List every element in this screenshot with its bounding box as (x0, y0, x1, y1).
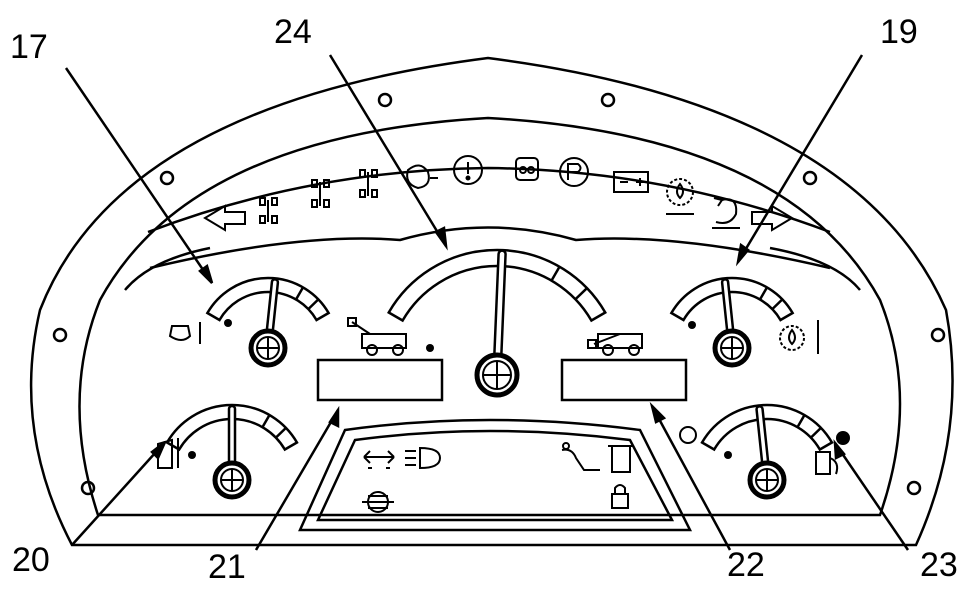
leader-line-19 (736, 54, 864, 263)
glow-plug-icon (515, 157, 539, 181)
outer-housing (29, 56, 954, 547)
gauge-bottom-right (700, 403, 834, 500)
mount-hole (930, 327, 946, 343)
mount-hole (906, 480, 922, 496)
inner-bezel (78, 116, 902, 517)
callout-21: 21 (208, 548, 246, 586)
indicator-dot (724, 451, 732, 459)
callout-23: 23 (920, 546, 958, 584)
gauge-arc (205, 276, 331, 322)
gauge-needle (268, 280, 277, 333)
indicator-dot (688, 321, 696, 329)
gauge-needle (495, 251, 505, 358)
padlock-icon (611, 484, 629, 509)
leader-arrowhead (833, 439, 846, 460)
crab-steer-icon (359, 169, 378, 198)
parking-brake-icon (559, 157, 589, 187)
gauge-arc (165, 403, 299, 452)
right-lcd-display (560, 358, 688, 402)
two-wheel-steer-icon (311, 179, 330, 208)
lower-indicator-panel-inner (316, 429, 675, 522)
gauge-arc (669, 276, 795, 322)
gauge-center (387, 248, 607, 398)
warning-lamp-filled (836, 431, 850, 445)
leader-arrowhead (328, 405, 340, 429)
strip-right-end (769, 246, 861, 291)
transmission-temperature-icon (779, 320, 819, 354)
gauge-needle (757, 407, 767, 465)
battery-icon (613, 171, 649, 193)
callout-20: 20 (12, 541, 50, 579)
gauge-arc (387, 248, 607, 323)
leader-line-22 (650, 405, 732, 551)
leader-arrowhead (150, 441, 167, 461)
callout-22: 22 (727, 546, 765, 584)
mount-hole (80, 480, 96, 496)
lower-indicator-panel (298, 418, 693, 532)
gauge-segment-divider (550, 266, 561, 282)
seat-belt-icon (561, 442, 600, 471)
gauge-segment-divider (574, 287, 588, 301)
fuel-level-icon (157, 438, 179, 469)
callout-17: 17 (10, 28, 48, 66)
mount-hole (377, 92, 393, 108)
transmission-oil-pressure-icon (666, 178, 694, 215)
gauge-segment-divider (810, 427, 822, 439)
fuel-pump-icon (815, 451, 839, 475)
leader-line-21 (254, 409, 340, 551)
gauge-segment-divider (758, 286, 769, 301)
telehandler-boom-up-icon (347, 317, 407, 356)
mount-hole (52, 327, 68, 343)
gear-indicator-icon (608, 445, 634, 473)
axle-lock-icon (362, 491, 394, 513)
low-fuel-indicator-lamp (679, 426, 697, 444)
boom-float-icon (363, 450, 395, 469)
callout-24: 24 (274, 13, 312, 51)
gauge-segment-divider (796, 414, 806, 428)
left-lcd-display (316, 358, 444, 402)
general-warning-icon (453, 155, 483, 185)
indicator-dot (224, 319, 232, 327)
four-wheel-steer-icon (259, 197, 278, 224)
gauge-top-right (669, 276, 795, 368)
leader-line-24 (328, 54, 448, 247)
leader-arrowhead (434, 226, 448, 251)
mount-hole (802, 170, 818, 186)
mount-hole (159, 170, 175, 186)
leader-arrowhead (735, 242, 750, 267)
gauge-segment-divider (294, 286, 305, 301)
gauge-bottom-left (165, 403, 299, 500)
gauge-segment-divider (275, 427, 287, 439)
left-turn-arrow-icon (203, 204, 246, 232)
gauge-top-left (205, 276, 331, 368)
leader-arrowhead (649, 401, 667, 424)
coolant-temperature-icon (168, 322, 201, 344)
indicator-dot (426, 344, 434, 352)
hydraulic-filter-icon (712, 197, 740, 229)
strip-left-end (124, 246, 211, 291)
leader-line-17 (64, 67, 214, 284)
gauge-segment-divider (307, 298, 320, 310)
gauge-segment-divider (261, 414, 271, 428)
callout-19: 19 (880, 13, 918, 51)
leader-arrowhead (198, 263, 214, 284)
gauge-arc (700, 403, 834, 452)
engine-preheat-icon (406, 164, 438, 190)
leader-line-20 (71, 441, 166, 546)
mount-hole (600, 92, 616, 108)
gauge-needle (723, 280, 732, 333)
warning-strip-lower (149, 226, 831, 270)
gauge-segment-divider (771, 298, 784, 310)
headlight-icon (405, 446, 442, 470)
leader-line-23 (833, 442, 910, 551)
indicator-dot (188, 451, 196, 459)
telehandler-boom-down-icon (587, 333, 643, 356)
